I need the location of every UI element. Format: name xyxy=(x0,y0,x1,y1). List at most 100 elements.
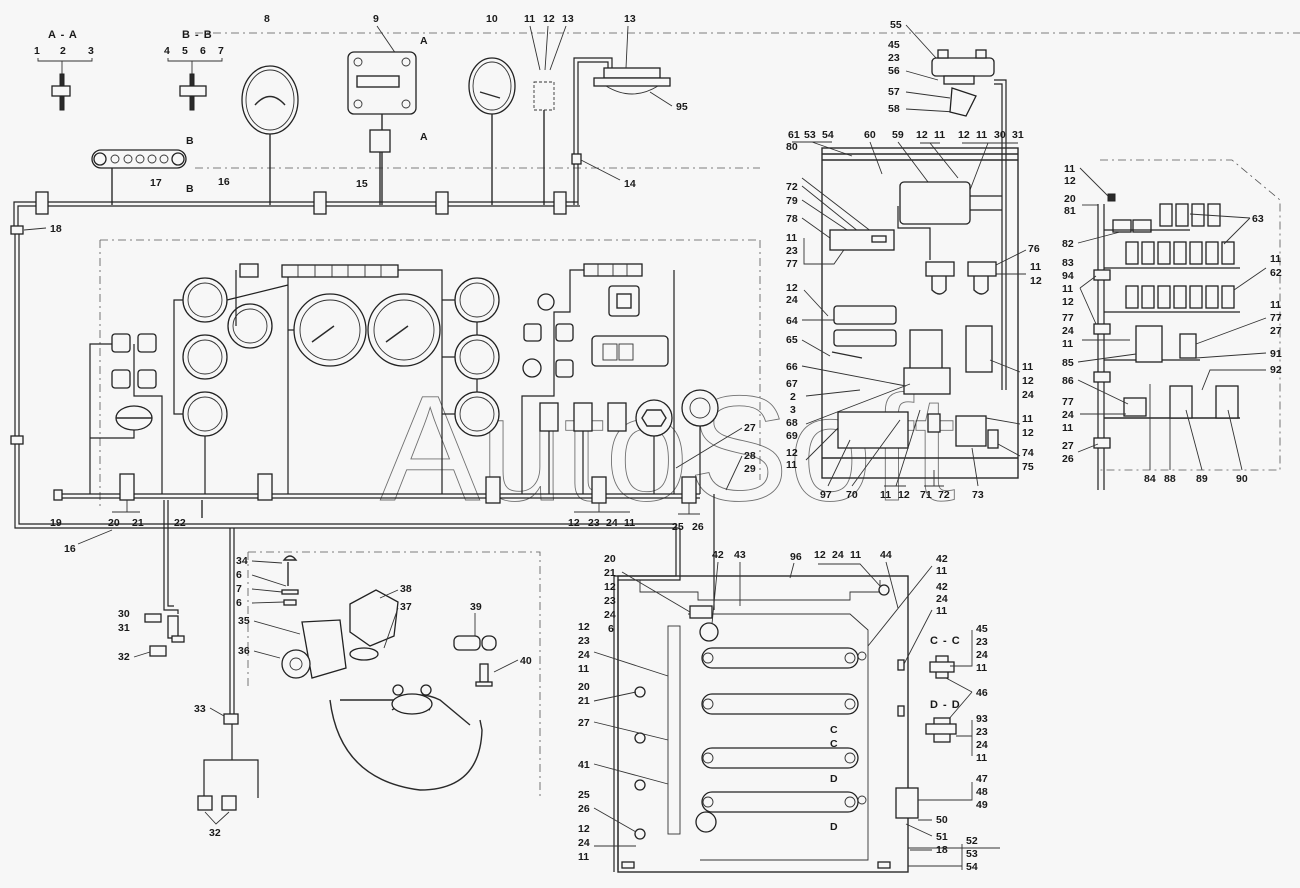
callout-42: 42 xyxy=(712,549,724,561)
gauge-8: 8 xyxy=(241,13,299,205)
callout-12-fb2: 12 xyxy=(604,581,616,593)
callout-13: 13 xyxy=(562,13,574,25)
callout-47: 47 xyxy=(976,773,988,785)
section-dd-detail: D - D 93 23 24 11 xyxy=(925,699,988,764)
callout-24-fb: 24 xyxy=(832,549,844,561)
callout-12-p2: 12 xyxy=(958,129,970,141)
fuse-box-96: 96 C C D D 42 43 12 24 11 44 20 21 1 xyxy=(578,494,1000,873)
relay-block-47-51: 47 48 49 50 51 18 52 53 54 xyxy=(905,773,988,873)
callout-76: 76 xyxy=(1028,243,1040,255)
callout-27-rp: 27 xyxy=(1270,325,1282,337)
callout-11-rp3: 11 xyxy=(1270,253,1281,265)
callout-34: 34 xyxy=(236,555,248,567)
callout-6-b: 6 xyxy=(236,597,242,609)
callout-27-dash: 27 xyxy=(744,422,756,434)
callout-24-dash: 24 xyxy=(606,517,618,529)
relay-row-3 xyxy=(1125,285,1235,309)
connector-19 xyxy=(53,489,63,501)
callout-52: 52 xyxy=(966,835,978,847)
callout-31: 31 xyxy=(118,622,130,634)
callout-43: 43 xyxy=(734,549,746,561)
callout-4: 4 xyxy=(164,45,170,57)
callout-11-rp2: 11 xyxy=(1062,283,1073,295)
callout-27-fb: 27 xyxy=(578,717,590,729)
callout-19: 19 xyxy=(50,517,62,529)
callout-11-rp5: 11 xyxy=(1270,299,1281,311)
grommet-left xyxy=(10,435,24,445)
callout-33: 33 xyxy=(194,703,206,715)
section-d-mark-b: D xyxy=(830,821,838,833)
callout-24-fb3: 24 xyxy=(578,649,590,661)
callout-56: 56 xyxy=(888,65,900,77)
gauge-cluster xyxy=(173,263,500,494)
callout-67: 67 xyxy=(786,378,798,390)
callout-23-dash: 23 xyxy=(588,517,600,529)
callout-11-p3: 11 xyxy=(786,232,797,244)
callout-24-p7: 24 xyxy=(1022,389,1034,401)
section-cc-title: C - C xyxy=(930,635,961,647)
callout-12-fb3: 12 xyxy=(578,621,590,633)
fuse-row-3 xyxy=(701,747,859,769)
callout-23-fb: 23 xyxy=(604,595,616,607)
callout-28: 28 xyxy=(744,450,756,462)
grommet-33 xyxy=(223,713,239,725)
callout-12-p8: 12 xyxy=(1022,427,1034,439)
callout-24-fb2: 24 xyxy=(604,609,616,621)
callout-55: 55 xyxy=(890,19,902,31)
callout-24-dd: 24 xyxy=(976,739,988,751)
callout-40: 40 xyxy=(520,655,532,667)
callout-23-p3: 23 xyxy=(786,245,798,257)
callout-2: 2 xyxy=(60,45,66,57)
callout-20-fb2: 20 xyxy=(578,681,590,693)
callout-71: 71 xyxy=(920,489,932,501)
callout-5: 5 xyxy=(182,45,188,57)
callout-2-p: 2 xyxy=(790,391,796,403)
callout-37: 37 xyxy=(400,601,412,613)
switch-cluster-left xyxy=(89,333,163,494)
callout-77-rp1: 77 xyxy=(1062,312,1074,324)
callout-12-rp1: 12 xyxy=(1064,175,1076,187)
section-aa-title: A - A xyxy=(48,29,78,41)
callout-10: 10 xyxy=(486,13,498,25)
section-c-mark-b: C xyxy=(830,724,838,736)
callout-11-p4: 11 xyxy=(1030,261,1041,273)
callout-23-top: 23 xyxy=(888,52,900,64)
section-aa-detail: A - A 1 2 3 xyxy=(34,29,94,111)
callout-11-dd: 11 xyxy=(976,752,987,764)
callout-75: 75 xyxy=(1022,461,1034,473)
callout-20: 20 xyxy=(108,517,120,529)
callout-66: 66 xyxy=(786,361,798,373)
callout-86: 86 xyxy=(1062,375,1074,387)
callout-31-p: 31 xyxy=(1012,129,1024,141)
callout-69: 69 xyxy=(786,430,798,442)
switch-15: 15 xyxy=(356,129,391,205)
callout-23-cc: 23 xyxy=(976,636,988,648)
callout-25-fb: 25 xyxy=(578,789,590,801)
callout-96: 96 xyxy=(790,551,802,563)
callout-11-pb: 11 xyxy=(880,489,891,501)
callout-3: 3 xyxy=(88,45,94,57)
callout-23-fb2: 23 xyxy=(578,635,590,647)
callout-6-a: 6 xyxy=(236,569,242,581)
callout-92: 92 xyxy=(1270,364,1282,376)
callout-26-fb: 26 xyxy=(578,803,590,815)
callout-18: 18 xyxy=(50,223,62,235)
callout-39: 39 xyxy=(470,601,482,613)
callout-93: 93 xyxy=(976,713,988,725)
callout-45-top: 45 xyxy=(888,39,900,51)
callout-26-dash: 26 xyxy=(692,521,704,533)
callout-12-rp2: 12 xyxy=(1062,296,1074,308)
callout-12-p1: 12 xyxy=(916,129,928,141)
callout-11-rp4: 11 xyxy=(1062,338,1073,350)
callout-21-fb: 21 xyxy=(604,567,616,579)
callout-24-cc: 24 xyxy=(976,649,988,661)
callout-79: 79 xyxy=(786,195,798,207)
callout-49: 49 xyxy=(976,799,988,811)
callout-11-fb: 11 xyxy=(850,549,861,561)
callout-7: 7 xyxy=(218,45,224,57)
section-d-mark-a: D xyxy=(830,773,838,785)
callout-12-fb4: 12 xyxy=(578,823,590,835)
callout-1: 1 xyxy=(34,45,40,57)
callout-24-fb4: 24 xyxy=(578,837,590,849)
